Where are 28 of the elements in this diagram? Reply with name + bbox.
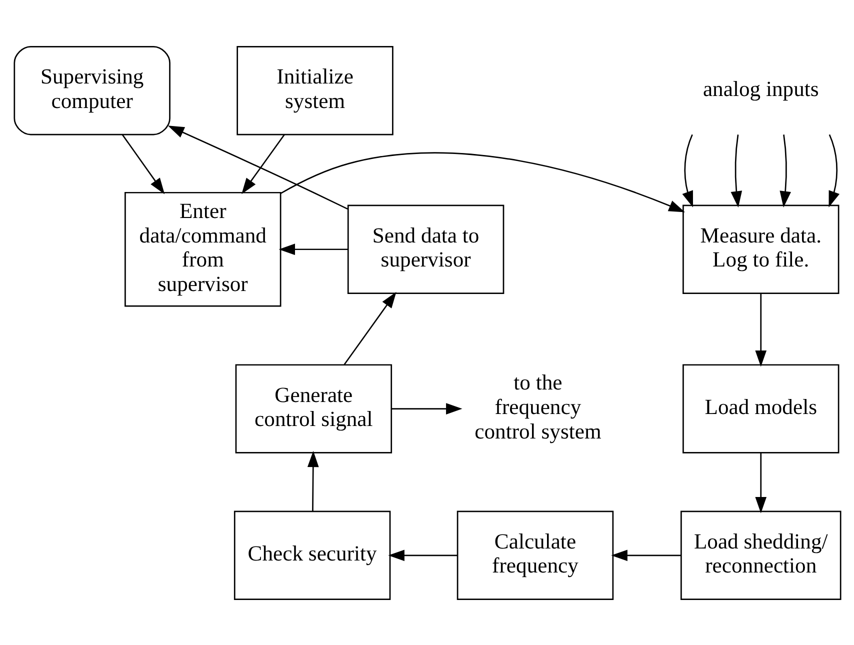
- arrow: [754, 293, 766, 366]
- node-box: Check security: [233, 510, 390, 600]
- arrow: [278, 243, 348, 255]
- node-text: analog inputs: [702, 76, 818, 100]
- node-box: Supervising computer: [13, 46, 170, 135]
- arrow: [167, 125, 348, 210]
- arrow: [388, 549, 457, 561]
- arrow: [610, 549, 680, 561]
- arrow: [779, 134, 790, 207]
- node-box: Measure data. Log to file.: [682, 204, 839, 294]
- arrow: [343, 291, 396, 365]
- arrow: [280, 152, 684, 212]
- arrow: [730, 134, 742, 207]
- node-box: Generate control signal: [234, 364, 392, 453]
- node-text: to the frequency control system: [474, 370, 601, 443]
- node-box: Initialize system: [236, 46, 393, 135]
- arrow: [754, 452, 766, 513]
- arrow: [121, 134, 164, 194]
- node-box: Enter data/command from supervisor: [124, 191, 281, 306]
- node-box: Load shedding/ reconnection: [680, 510, 841, 600]
- node-box: Send data to supervisor: [346, 204, 504, 294]
- arrow: [682, 134, 692, 207]
- arrow: [306, 450, 318, 511]
- arrow: [241, 134, 284, 194]
- arrow: [828, 134, 840, 207]
- node-box: Calculate frequency: [456, 510, 614, 600]
- node-box: Load models: [682, 364, 839, 453]
- arrow: [391, 402, 462, 414]
